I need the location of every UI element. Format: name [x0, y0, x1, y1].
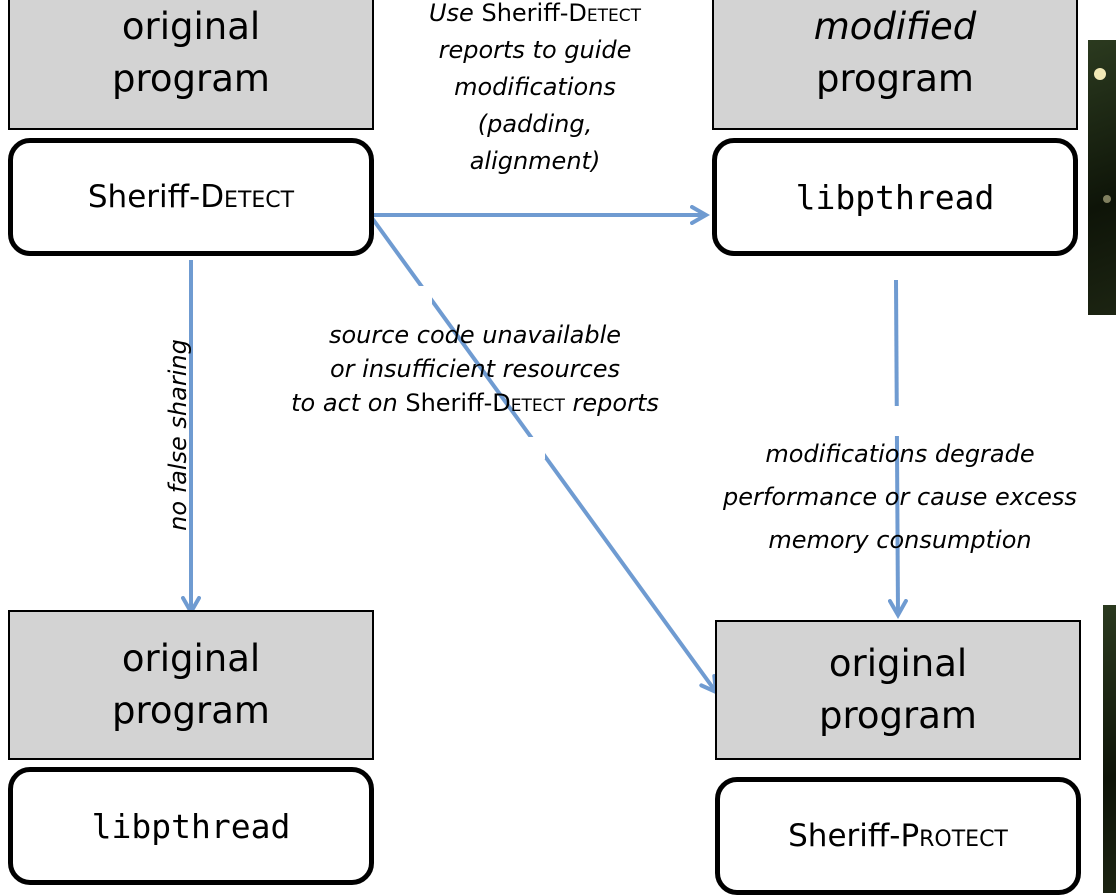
program-line2: program [112, 689, 270, 732]
label-fragment: Detect [568, 0, 642, 27]
photo-fragment-bottom [1103, 605, 1116, 893]
program-box: original program [8, 0, 374, 130]
photo-fragment-top [1088, 40, 1116, 315]
node-modified-program: modified program libpthread [712, 0, 1078, 256]
program-line1: original [121, 4, 261, 48]
edge-label-degrade-performance: modifications degrade performance or cau… [675, 433, 1116, 562]
program-line1: original [828, 642, 968, 685]
label-line: modifications degrade [765, 440, 1035, 468]
program-line1: modified [813, 4, 977, 48]
library-box: libpthread [712, 138, 1078, 256]
label-fragment: to act on [291, 389, 398, 417]
program-line2: program [112, 56, 270, 100]
label-fragment: Sheriff- [397, 389, 493, 417]
label-line: to act on Sheriff-Detect reports [225, 386, 725, 420]
label-fragment: Sheriff- [473, 0, 569, 27]
label-line: modifications [454, 73, 616, 101]
program-line2: program [816, 56, 974, 100]
edge-label-source-unavailable: source code unavailable or insufficient … [225, 318, 725, 420]
library-box: Sheriff-Detect [8, 138, 374, 256]
label-fragment: reports [564, 389, 659, 417]
label-line: reports to guide [438, 36, 632, 64]
lib-prefix: Sheriff- [87, 179, 201, 215]
label-line: source code unavailable [328, 321, 622, 349]
library-box: Sheriff-Protect [715, 777, 1081, 895]
label-line: memory consumption [768, 526, 1032, 554]
label-line: Use Sheriff-Detect [370, 0, 700, 32]
program-line1: original [121, 637, 261, 680]
lib-suffix: Protect [900, 818, 1008, 854]
library-box: libpthread [8, 767, 374, 885]
arrow-modified-to-protect [887, 279, 908, 620]
node-original-program-detect: original program Sheriff-Detect [8, 0, 374, 256]
lib-prefix: Sheriff- [788, 818, 901, 854]
lib-suffix: Detect [200, 179, 295, 215]
label-fragment: Detect [492, 389, 565, 417]
label-line: alignment) [469, 147, 601, 175]
program-line2: program [819, 694, 977, 737]
program-box: original program [8, 610, 374, 760]
node-original-program-libpthread: original program libpthread [8, 610, 374, 885]
edge-label-no-false-sharing: no false sharing [164, 339, 192, 531]
label-line: or insufficient resources [329, 355, 620, 383]
program-box: modified program [712, 0, 1078, 130]
program-box: original program [715, 620, 1081, 760]
edge-label-guide-modifications: Use Sheriff-Detect reports to guide modi… [370, 0, 700, 180]
node-original-program-protect: original program Sheriff-Protect [715, 620, 1081, 895]
label-line: (padding, [477, 110, 593, 138]
label-line: performance or cause excess [723, 483, 1077, 511]
label-fragment: Use [428, 0, 474, 27]
